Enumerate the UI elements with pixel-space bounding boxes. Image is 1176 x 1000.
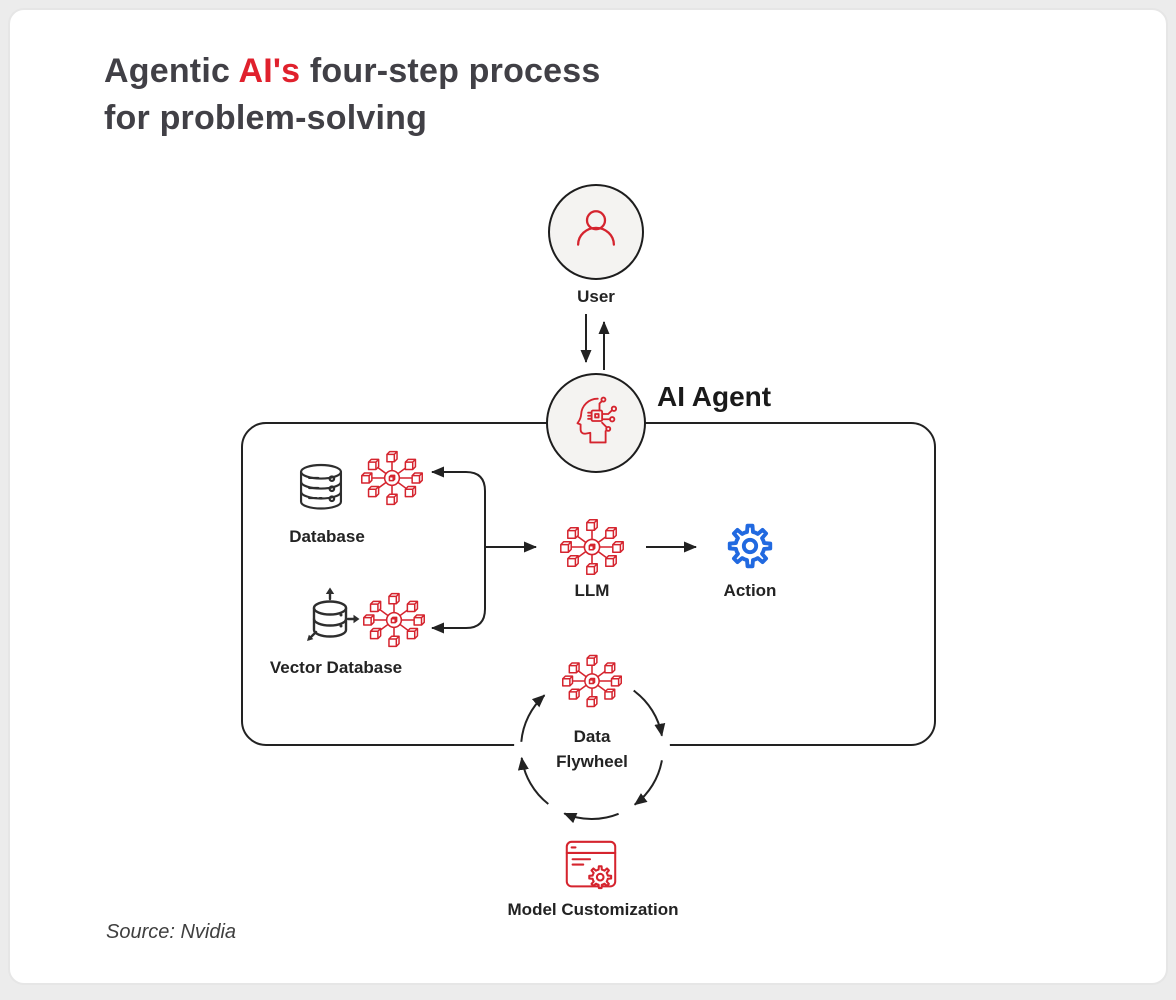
flywheel-knockout <box>514 670 670 826</box>
data-flywheel-label: Data Flywheel <box>556 724 628 774</box>
user-circle <box>548 184 644 280</box>
vector-database-nim-cubes-icon <box>363 589 425 651</box>
flywheel-arc-se <box>633 760 663 806</box>
vector-database-icon <box>295 582 369 656</box>
data-flywheel-label-line1: Data <box>573 727 611 746</box>
llm-label: LLM <box>574 581 610 600</box>
vector-database-label: Vector Database <box>269 658 403 677</box>
page-title: Agentic AI's four-step process for proble… <box>104 48 601 142</box>
llm-icon <box>560 515 624 579</box>
user-label: User <box>577 287 615 306</box>
title-text: Agentic <box>104 52 239 90</box>
agent-circle <box>546 373 646 473</box>
data-flywheel-label-line2: Flywheel <box>556 752 628 771</box>
data-flywheel-icon <box>562 651 622 711</box>
retrieval-bracket-arrows <box>431 466 486 634</box>
action-label: Action <box>723 581 777 600</box>
model-customization-label: Model Customization <box>507 900 679 919</box>
action-gear-icon <box>727 523 773 569</box>
user-icon <box>570 204 622 256</box>
title-accent: AI's <box>238 52 301 90</box>
flywheel-arc-s <box>563 812 619 824</box>
title-text: for problem-solving <box>104 99 428 137</box>
source-credit: Source: Nvidia <box>106 921 237 943</box>
flywheel-arc-nw <box>520 694 546 742</box>
flywheel-arc-sw <box>517 756 549 805</box>
ai-agent-label: AI Agent <box>657 381 772 412</box>
ai-agent-icon <box>568 393 624 449</box>
database-nim-cubes-icon <box>361 447 423 509</box>
flywheel-arc-ne <box>633 689 666 737</box>
database-label: Database <box>289 527 365 546</box>
title-text: four-step process <box>300 52 601 90</box>
model-customization-icon <box>560 836 622 898</box>
database-icon <box>292 460 350 518</box>
